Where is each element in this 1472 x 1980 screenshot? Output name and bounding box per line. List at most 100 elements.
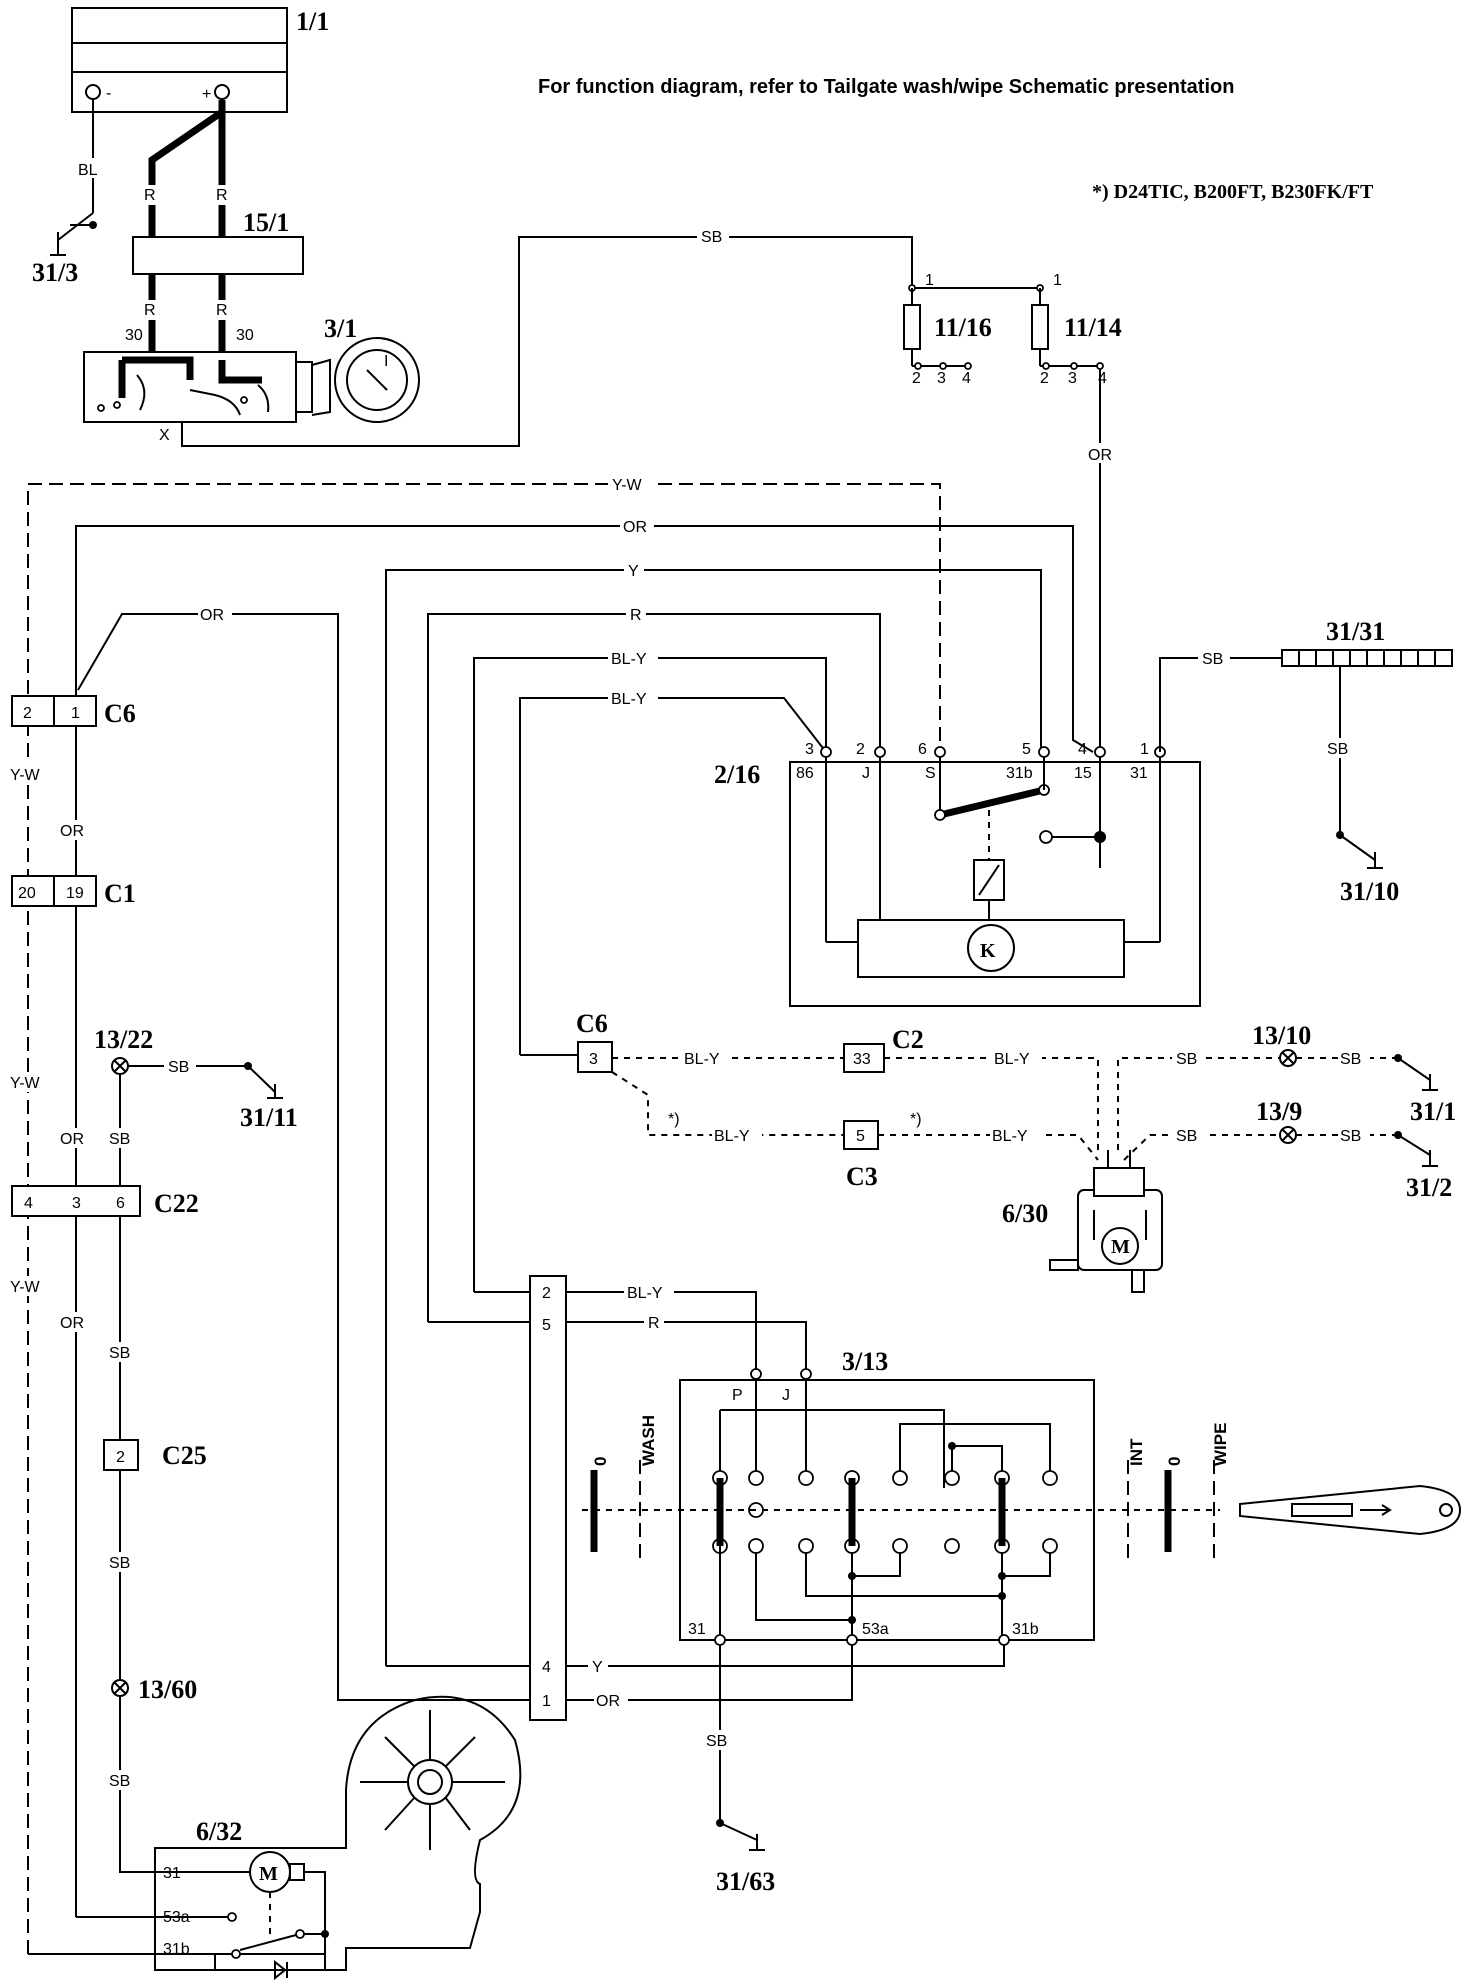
- battery-positive-label: +: [202, 86, 211, 103]
- wire-label-bly: BL-Y: [714, 1128, 750, 1145]
- wire-label-sb: SB: [1202, 651, 1223, 668]
- wiper-switch: [679, 1368, 1095, 1646]
- wire-label-sb: SB: [701, 229, 722, 246]
- wire-label-bly: BL-Y: [611, 651, 647, 668]
- wiper-switch-label: 3/13: [842, 1347, 888, 1376]
- footnote-marker: *): [668, 1111, 680, 1128]
- wire-label-bly: BL-Y: [992, 1128, 1028, 1145]
- wire-label-sb: SB: [1176, 1128, 1197, 1145]
- fuse-11-14: [1031, 304, 1049, 350]
- key-position-mark: I: [384, 353, 388, 370]
- ground-31-3-label: 31/3: [32, 258, 78, 287]
- switch-lever: [1239, 1484, 1462, 1536]
- ground-bar-31-31: [1281, 649, 1453, 667]
- wire-label-r: R: [144, 187, 156, 204]
- connector-c22-label: C22: [154, 1189, 199, 1218]
- wire-label-sb: SB: [109, 1773, 130, 1790]
- connector-pin-2: 2: [542, 1285, 551, 1302]
- fuse-11-16: [903, 304, 921, 350]
- wire-label-r: R: [144, 302, 156, 319]
- ground-31-1-label: 31/1: [1410, 1097, 1456, 1126]
- switch-terminal-p: P: [732, 1387, 743, 1404]
- wire-label-or: OR: [623, 519, 647, 536]
- motor-terminal-31: 31: [163, 1865, 181, 1882]
- switch-pos-zero-right: 0: [1165, 1457, 1184, 1466]
- c3-pin-5: 5: [856, 1128, 865, 1145]
- footnote-marker: *): [910, 1111, 922, 1128]
- switch-terminal-31b: 31b: [1012, 1621, 1039, 1638]
- wire-label-or: OR: [60, 1315, 84, 1332]
- ground-31-2-label: 31/2: [1406, 1173, 1452, 1202]
- wire-label-yw: Y-W: [10, 1279, 41, 1296]
- bulb-13-22-label: 13/22: [94, 1025, 153, 1054]
- wire-label-bl: BL: [78, 162, 98, 179]
- relay-pin-5: 5: [1022, 741, 1031, 758]
- wire-label-sb: SB: [706, 1733, 727, 1750]
- wire-label-or: OR: [596, 1693, 620, 1710]
- bulb-13-60-icon: [111, 1679, 129, 1697]
- relay-terminal-31b: 31b: [1006, 765, 1033, 782]
- c6-pin-2: 2: [23, 705, 32, 722]
- wire-label-r: R: [216, 302, 228, 319]
- connector-c3-label: C3: [846, 1162, 878, 1191]
- wire-label-r: R: [630, 607, 642, 624]
- relay-terminal-s: S: [925, 765, 936, 782]
- wire-label-sb: SB: [1340, 1128, 1361, 1145]
- bulb-13-9-label: 13/9: [1256, 1097, 1302, 1126]
- switch-pos-zero-left: 0: [591, 1457, 610, 1466]
- fuse-pin-4: 4: [962, 370, 971, 387]
- wire-label-r: R: [648, 1315, 660, 1332]
- connector-c1-label: C1: [104, 879, 136, 908]
- washer-pump: [1049, 1150, 1163, 1293]
- motor-terminal-53a: 53a: [163, 1909, 190, 1926]
- c22-pin-3: 3: [72, 1195, 81, 1212]
- connector-c2-label: C2: [892, 1025, 924, 1054]
- fuse-11-14-label: 11/14: [1064, 313, 1122, 342]
- relay-terminal-86: 86: [796, 765, 814, 782]
- ground-31-63-label: 31/63: [716, 1867, 775, 1896]
- fuse-pin-1: 1: [925, 272, 934, 289]
- wire-label-r: R: [216, 187, 228, 204]
- switch-terminal-j: J: [782, 1387, 790, 1404]
- connector-wiper-switch: [529, 1275, 567, 1721]
- bulb-13-22-icon: [111, 1057, 129, 1075]
- connector-pin-4: 4: [542, 1659, 551, 1676]
- washer-pump-symbol: M: [1111, 1236, 1130, 1258]
- wire-label-x: X: [159, 427, 170, 444]
- connector-c6-right-label: C6: [576, 1009, 608, 1038]
- relay-pin-1: 1: [1140, 741, 1149, 758]
- wire-label-or: OR: [60, 823, 84, 840]
- connector-pin-1: 1: [542, 1693, 551, 1710]
- wiper-motor-label: 6/32: [196, 1817, 242, 1846]
- c6-pin-3: 3: [589, 1051, 598, 1068]
- wire-label-or: OR: [1088, 447, 1112, 464]
- fuse-pin-3: 3: [937, 370, 946, 387]
- relay-coil-symbol: K: [980, 940, 996, 962]
- c25-pin-2: 2: [116, 1449, 125, 1466]
- switch-terminal-31: 31: [688, 1621, 706, 1638]
- bulb-13-10-label: 13/10: [1252, 1021, 1311, 1050]
- bulb-13-9-icon: [1279, 1126, 1297, 1144]
- wire-label-yw: Y-W: [10, 767, 41, 784]
- washer-pump-label: 6/30: [1002, 1199, 1048, 1228]
- switch-pos-int: INT: [1127, 1438, 1146, 1466]
- wire-label-sb: SB: [1176, 1051, 1197, 1068]
- wiper-motor: [154, 1695, 522, 1980]
- c22-pin-4: 4: [24, 1195, 33, 1212]
- fuse-11-16-label: 11/16: [934, 313, 992, 342]
- wire-label-sb: SB: [1327, 741, 1348, 758]
- ground-31-10-label: 31/10: [1340, 877, 1399, 906]
- switch-terminal-53a: 53a: [862, 1621, 889, 1638]
- relay-terminal-j: J: [862, 765, 870, 782]
- wiper-motor-symbol: M: [259, 1863, 278, 1885]
- wire-label-sb: SB: [168, 1059, 189, 1076]
- fuse-pin-2: 2: [1040, 370, 1049, 387]
- relay-label: 2/16: [714, 760, 760, 789]
- fuse-pin-3: 3: [1068, 370, 1077, 387]
- engine-footnote: *) D24TIC, B200FT, B230FK/FT: [1092, 181, 1374, 203]
- fuse-pin-1: 1: [1053, 272, 1062, 289]
- c22-pin-6: 6: [116, 1195, 125, 1212]
- wire-label-sb: SB: [109, 1345, 130, 1362]
- connector-c22: [11, 1185, 141, 1217]
